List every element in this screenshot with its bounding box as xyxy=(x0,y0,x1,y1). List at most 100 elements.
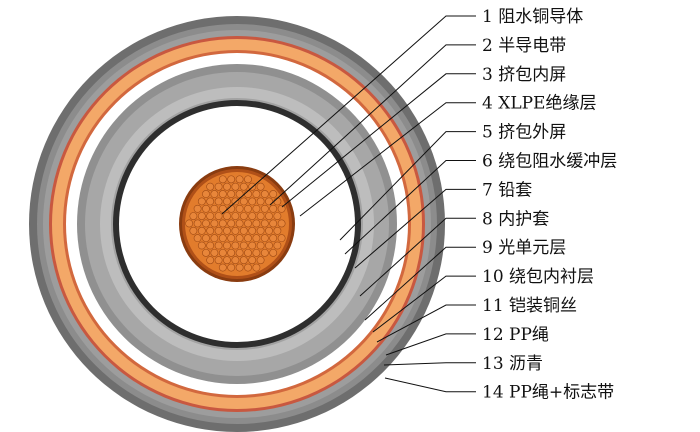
conductor-strand xyxy=(252,204,261,213)
conductor-strand xyxy=(202,219,210,228)
conductor-strand xyxy=(210,248,219,257)
conductor-strand xyxy=(269,204,278,213)
layer-label: 13 沥青 xyxy=(482,354,543,374)
cable-rings xyxy=(29,16,445,432)
conductor-strand xyxy=(244,204,252,213)
conductor-strand xyxy=(206,226,215,235)
conductor-strand xyxy=(277,234,286,243)
leader-line xyxy=(376,304,476,343)
conductor-strand xyxy=(273,241,282,250)
conductor-strand xyxy=(235,175,244,184)
conductor-strand xyxy=(218,234,227,243)
conductor-strand xyxy=(231,256,240,265)
conductor-strand xyxy=(227,248,236,257)
leader-line xyxy=(269,44,476,206)
conductor-strand xyxy=(256,256,265,265)
conductor-strand xyxy=(277,219,286,228)
conductor-strand xyxy=(223,241,231,250)
conductor-strand xyxy=(260,204,269,213)
layer-label: 9 光单元层 xyxy=(482,238,566,258)
conductor-strand xyxy=(223,212,231,220)
conductor-strand xyxy=(223,197,231,206)
leader-lines xyxy=(221,15,476,393)
conductor-strand xyxy=(227,263,236,272)
conductor-strand xyxy=(256,212,265,220)
conductor-strand xyxy=(248,197,257,206)
layer-label: 2 半导电带 xyxy=(482,36,566,56)
conductor-strand xyxy=(239,197,248,206)
leader-line xyxy=(364,246,476,321)
conductor-strand xyxy=(273,212,282,220)
layer-label: 8 内护套 xyxy=(482,209,549,229)
conductor-strand xyxy=(218,219,227,228)
conductor-strand xyxy=(269,190,278,198)
conductor-strand xyxy=(235,234,244,243)
leader-line xyxy=(339,131,476,241)
leader-line xyxy=(383,362,476,366)
conductor-strand xyxy=(256,226,265,235)
conductor-strand xyxy=(256,182,265,191)
conductor-strand xyxy=(252,234,261,243)
conductor-strand xyxy=(210,190,219,198)
conductor-strand xyxy=(260,190,269,198)
conductor-strand xyxy=(227,175,236,184)
conductor-strand xyxy=(256,197,265,206)
conductor-strand xyxy=(202,234,210,243)
conductor-strand xyxy=(239,256,248,265)
conductor-strand xyxy=(277,204,286,213)
conductor-strand xyxy=(244,234,252,243)
conductor-strand xyxy=(273,226,282,235)
conductor-strand xyxy=(206,197,215,206)
conductor-strand xyxy=(214,256,223,265)
conductor-strand xyxy=(223,182,231,191)
conductor-strand xyxy=(244,263,252,272)
conductor-strand xyxy=(235,219,244,228)
leader-line xyxy=(359,217,476,297)
conductor-strand xyxy=(244,175,252,184)
conductor-strand xyxy=(218,248,227,257)
conductor-strand xyxy=(239,241,248,250)
conductor-strand xyxy=(193,204,202,213)
conductor-strand xyxy=(252,219,261,228)
leader-line xyxy=(385,333,476,356)
conductor-strand xyxy=(252,263,261,272)
conductor-strand xyxy=(206,256,215,265)
conductor-strand xyxy=(248,212,257,220)
conductor-strand xyxy=(206,182,215,191)
conductor-strand xyxy=(227,219,236,228)
leader-line xyxy=(281,73,476,208)
conductor-strand xyxy=(218,263,227,272)
conductor-strand xyxy=(210,234,219,243)
conductor-strand xyxy=(202,204,210,213)
conductor-strand xyxy=(260,248,269,257)
leader-line xyxy=(221,15,476,215)
conductor-strand xyxy=(189,212,198,220)
leader-line xyxy=(354,188,476,269)
conductor-strand xyxy=(260,219,269,228)
conductor-strand xyxy=(231,212,240,220)
conductor-strand xyxy=(235,204,244,213)
layer-label: 10 绕包内衬层 xyxy=(482,267,594,287)
layer-label: 11 铠装铜丝 xyxy=(482,296,577,316)
conductor-strand xyxy=(214,182,223,191)
layer-label: 3 挤包内屏 xyxy=(482,65,566,85)
layer-label: 1 阻水铜导体 xyxy=(482,7,583,27)
conductor-strand xyxy=(193,219,202,228)
conductor-strand xyxy=(214,212,223,220)
leader-line xyxy=(384,377,476,393)
conductor-strand xyxy=(265,226,273,235)
conductor-strand xyxy=(197,212,206,220)
conductor-strand xyxy=(214,241,223,250)
conductor-strand xyxy=(235,248,244,257)
conductor-strand xyxy=(197,241,206,250)
conductor-strand xyxy=(197,197,206,206)
layer-label: 6 绕包阻水缓冲层 xyxy=(482,152,617,172)
layer-label: 14 PP绳+标志带 xyxy=(482,383,614,403)
conductor-strand xyxy=(227,234,236,243)
conductor-strand xyxy=(202,248,210,257)
conductor-strand xyxy=(214,226,223,235)
conductor-strand xyxy=(223,226,231,235)
conductor-strand xyxy=(269,234,278,243)
leader-line xyxy=(372,275,476,333)
